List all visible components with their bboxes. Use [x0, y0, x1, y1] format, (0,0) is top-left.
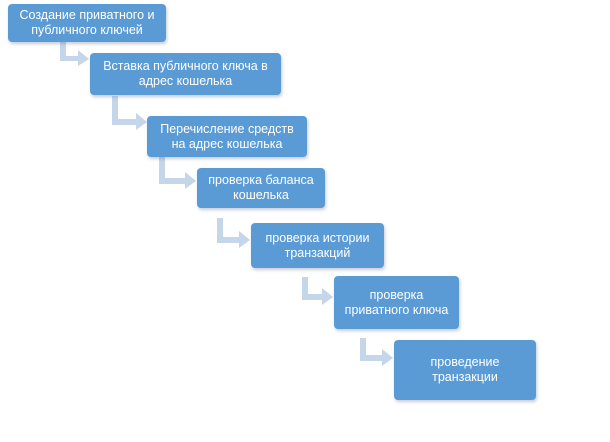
step-7-label: проведение транзакции: [430, 355, 500, 384]
arrow-2-to-3: [112, 96, 147, 130]
step-6-label: проверка приватного ключа: [344, 287, 449, 317]
step-1-label: Создание приватного и публичного ключей: [19, 8, 155, 37]
arrow-4-to-5: [217, 218, 250, 248]
step-2-label: Вставка публичного ключа в адрес кошельк…: [103, 59, 268, 88]
step-7-execute-transaction: проведение транзакции: [394, 340, 536, 400]
step-4-label: проверка баланса кошелька: [208, 173, 314, 202]
step-4-check-balance: проверка баланса кошелька: [197, 168, 325, 208]
step-2-insert-public-key: Вставка публичного ключа в адрес кошельк…: [90, 53, 281, 95]
arrow-1-to-2: [60, 42, 89, 66]
step-3-label: Перечисление средств на адрес кошелька: [160, 121, 294, 151]
step-3-transfer-funds: Перечисление средств на адрес кошелька: [147, 116, 307, 157]
arrow-6-to-7: [360, 338, 393, 366]
arrow-5-to-6: [302, 277, 333, 305]
step-5-label: проверка истории транзакций: [265, 230, 370, 260]
arrow-3-to-4: [159, 157, 196, 189]
step-6-check-private-key: проверка приватного ключа: [334, 276, 459, 329]
step-1-create-keys: Создание приватного и публичного ключей: [8, 4, 166, 42]
step-5-check-history: проверка истории транзакций: [251, 223, 384, 268]
